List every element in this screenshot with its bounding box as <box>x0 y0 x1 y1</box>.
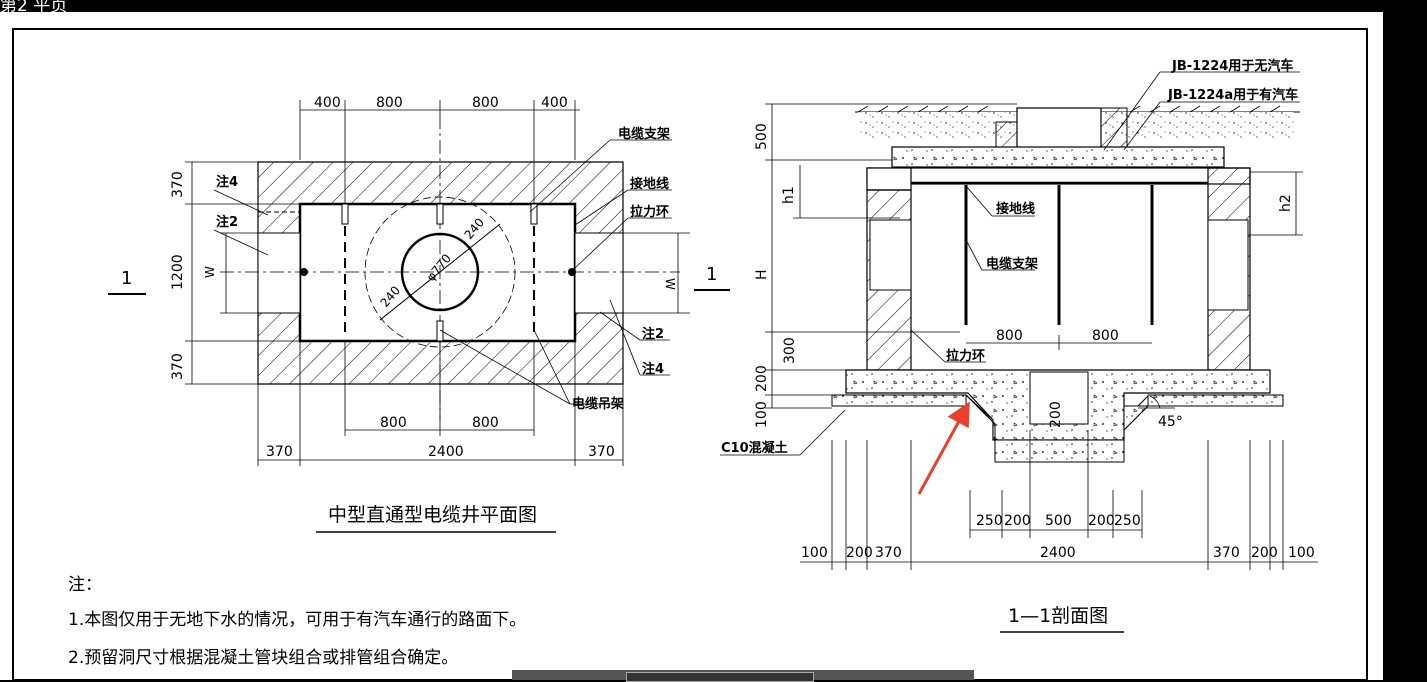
plan-view <box>108 100 730 533</box>
plan-dim-top-1: 400 <box>314 95 341 111</box>
section-callout-ground-wire: 接地线 <box>996 201 1035 217</box>
plan-w-label-right: W <box>663 278 677 290</box>
plan-callout-ground-wire: 接地线 <box>630 176 669 192</box>
section-bottom-dim-7: 100 <box>1288 545 1315 561</box>
section-callout-cable-support: 电缆支架 <box>986 256 1038 272</box>
plan-dim-top-3: 800 <box>472 95 499 111</box>
section-callout-pull-ring: 拉力环 <box>946 348 985 364</box>
plan-callout-note4-bottom: 注4 <box>642 361 664 377</box>
plan-dim-left-2: 1200 <box>170 254 186 290</box>
plan-dim-left-1: 370 <box>170 171 186 198</box>
notes-heading: 注： <box>68 575 102 595</box>
section-bottom-dim-5: 370 <box>1213 545 1240 561</box>
section-dim-left-2: h1 <box>781 186 797 204</box>
sheet-border <box>12 28 1368 680</box>
section-dim-left-5: 200 <box>754 365 770 392</box>
plan-callout-note4-top: 注4 <box>216 174 238 190</box>
plan-dim-bottom-2: 2400 <box>428 444 464 460</box>
plan-dim-top-2: 800 <box>376 95 403 111</box>
section-sump-dim-5: 250 <box>1114 513 1141 529</box>
plan-dim-left-3: 370 <box>170 353 186 380</box>
notes-line-1: 1.本图仅用于无地下水的情况，可用于有汽车通行的路面下。 <box>68 610 527 630</box>
section-dim-left-6: 100 <box>754 401 770 428</box>
plan-dim-inner-1: 800 <box>380 415 407 431</box>
annotation-arrow <box>917 401 970 495</box>
plan-callout-cable-support: 电缆支架 <box>618 126 670 142</box>
plan-callout-pull-ring: 拉力环 <box>630 204 669 220</box>
notes-line-2: 2.预留洞尺寸根据混凝土管块组合或排管组合确定。 <box>68 648 459 668</box>
plan-w-label-left: W <box>203 266 217 278</box>
section-cover-label-1: JB-1224用于无汽车 <box>1171 58 1293 74</box>
section-dim-right-1: h2 <box>1278 194 1294 212</box>
section-callout-concrete: C10混凝土 <box>721 440 788 456</box>
section-sump-dim-4: 200 <box>1088 513 1115 529</box>
section-dim-inner-2: 800 <box>1092 328 1119 344</box>
plan-dim-bottom-1: 370 <box>266 444 293 460</box>
plan-dim-inner-2: 800 <box>472 415 499 431</box>
plan-section-mark-right: 1 <box>706 264 717 285</box>
section-cover-label-2: JB-1224a用于有汽车 <box>1167 87 1298 103</box>
plan-section-mark-left: 1 <box>121 268 132 289</box>
section-sump-dim-1: 250 <box>976 513 1003 529</box>
plan-callout-cable-hanger: 电缆吊架 <box>572 396 624 412</box>
plan-callout-note2-right: 注2 <box>642 326 664 342</box>
section-bottom-dim-1: 100 <box>801 545 828 561</box>
section-dim-left-1: 500 <box>754 123 770 150</box>
section-title: 1—1剖面图 <box>1008 605 1108 627</box>
section-dim-inner-1: 800 <box>996 328 1023 344</box>
section-bottom-dim-6: 200 <box>1251 545 1278 561</box>
section-bottom-dim-2: 200 <box>846 545 873 561</box>
section-dim-left-4: 300 <box>782 337 798 364</box>
bottom-toolbar-field[interactable] <box>626 672 814 682</box>
section-dim-sump: 200 <box>1048 401 1064 428</box>
plan-dim-top-4: 400 <box>541 95 568 111</box>
section-dim-left-3: H <box>754 269 770 280</box>
viewer-right-strip <box>1383 12 1427 680</box>
section-bottom-dim-4: 2400 <box>1040 545 1076 561</box>
plan-callout-note2-left: 注2 <box>216 214 238 230</box>
section-sump-dim-3: 500 <box>1045 513 1072 529</box>
section-angle: 45° <box>1158 414 1183 430</box>
plan-dim-bottom-3: 370 <box>588 444 615 460</box>
section-sump-dim-2: 200 <box>1004 513 1031 529</box>
section-bottom-dim-3: 370 <box>875 545 902 561</box>
plan-title: 中型直通型电缆井平面图 <box>328 504 537 526</box>
section-view <box>720 71 1318 633</box>
